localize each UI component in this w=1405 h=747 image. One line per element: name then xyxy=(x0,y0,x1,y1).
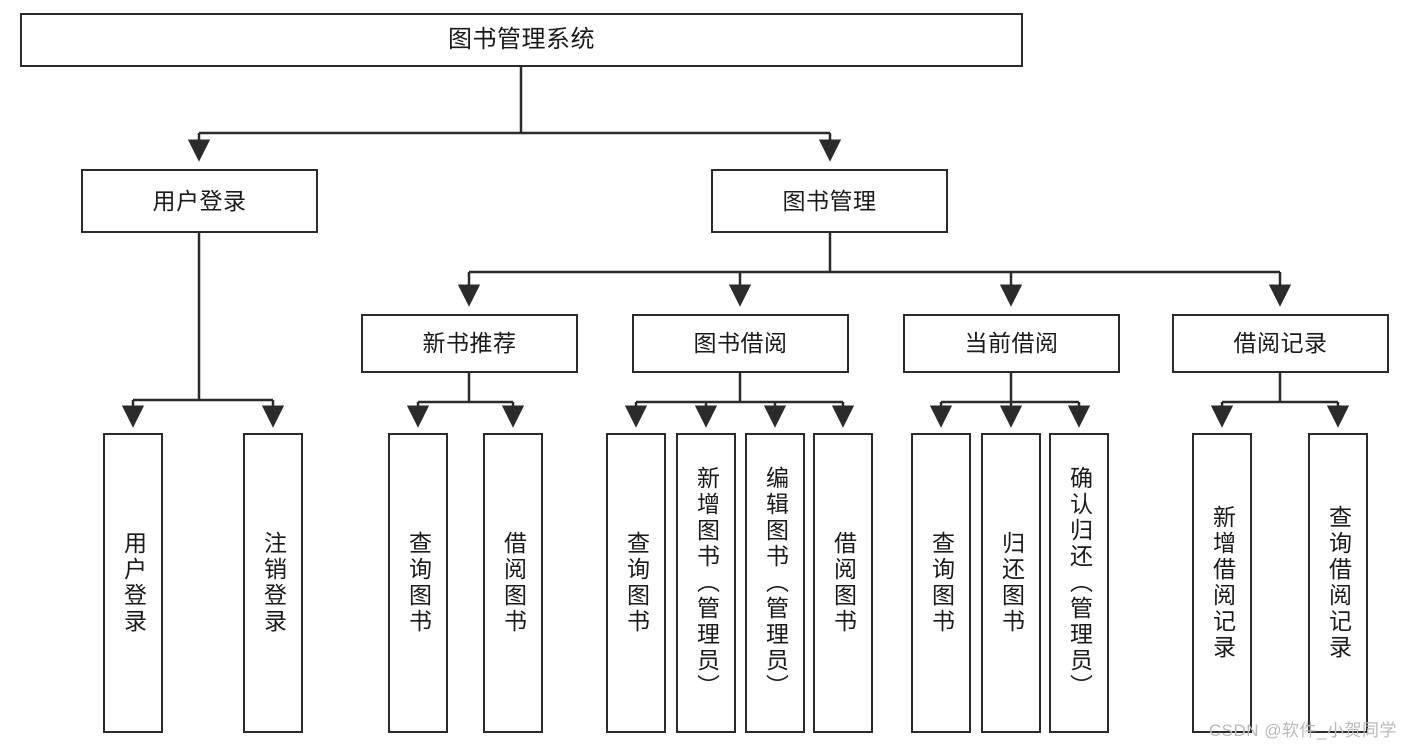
node-leaf-borrow-book-2[interactable]: 借阅图书 xyxy=(813,433,873,733)
node-leaf-query-book-2-label: 查询图书 xyxy=(623,531,650,635)
node-leaf-add-record-label: 新增借阅记录 xyxy=(1209,505,1236,661)
node-leaf-edit-book-label: 编辑图书（管理员） xyxy=(762,466,789,700)
node-leaf-query-book-3-label: 查询图书 xyxy=(928,531,955,635)
node-leaf-query-record[interactable]: 查询借阅记录 xyxy=(1308,433,1368,733)
node-root[interactable]: 图书管理系统 xyxy=(20,13,1023,67)
node-book-manage[interactable]: 图书管理 xyxy=(711,169,948,233)
node-leaf-borrow-book-2-label: 借阅图书 xyxy=(830,531,857,635)
node-book-borrow[interactable]: 图书借阅 xyxy=(632,314,849,373)
node-new-book-recommend-label: 新书推荐 xyxy=(422,330,517,357)
node-leaf-confirm-return-label: 确认归还（管理员） xyxy=(1066,466,1093,700)
node-root-label: 图书管理系统 xyxy=(448,26,595,54)
node-leaf-user-login-label: 用户登录 xyxy=(120,531,147,635)
node-user-login-label: 用户登录 xyxy=(152,187,247,214)
node-leaf-confirm-return[interactable]: 确认归还（管理员） xyxy=(1049,433,1109,733)
node-leaf-borrow-book-1[interactable]: 借阅图书 xyxy=(483,433,543,733)
node-borrow-record-label: 借阅记录 xyxy=(1233,330,1328,357)
node-leaf-query-book-1[interactable]: 查询图书 xyxy=(388,433,448,733)
node-leaf-borrow-book-1-label: 借阅图书 xyxy=(500,531,527,635)
node-leaf-query-book-1-label: 查询图书 xyxy=(405,531,432,635)
node-leaf-return-book-label: 归还图书 xyxy=(998,531,1025,635)
node-leaf-query-record-label: 查询借阅记录 xyxy=(1325,505,1352,661)
node-leaf-add-record[interactable]: 新增借阅记录 xyxy=(1192,433,1252,733)
node-current-borrow[interactable]: 当前借阅 xyxy=(903,314,1120,373)
node-leaf-logout[interactable]: 注销登录 xyxy=(243,433,303,733)
node-leaf-query-book-2[interactable]: 查询图书 xyxy=(606,433,666,733)
node-leaf-query-book-3[interactable]: 查询图书 xyxy=(911,433,971,733)
node-leaf-return-book[interactable]: 归还图书 xyxy=(981,433,1041,733)
node-leaf-logout-label: 注销登录 xyxy=(260,531,287,635)
node-borrow-record[interactable]: 借阅记录 xyxy=(1172,314,1389,373)
watermark: CSDN @软件_小贺同学 xyxy=(1208,721,1397,740)
node-current-borrow-label: 当前借阅 xyxy=(964,330,1059,357)
node-user-login[interactable]: 用户登录 xyxy=(81,169,318,233)
node-new-book-recommend[interactable]: 新书推荐 xyxy=(361,314,578,373)
node-leaf-add-book-label: 新增图书（管理员） xyxy=(693,466,720,700)
node-book-manage-label: 图书管理 xyxy=(782,187,877,214)
node-leaf-user-login[interactable]: 用户登录 xyxy=(103,433,163,733)
node-leaf-add-book[interactable]: 新增图书（管理员） xyxy=(676,433,736,733)
node-book-borrow-label: 图书借阅 xyxy=(693,330,788,357)
node-leaf-edit-book[interactable]: 编辑图书（管理员） xyxy=(745,433,805,733)
